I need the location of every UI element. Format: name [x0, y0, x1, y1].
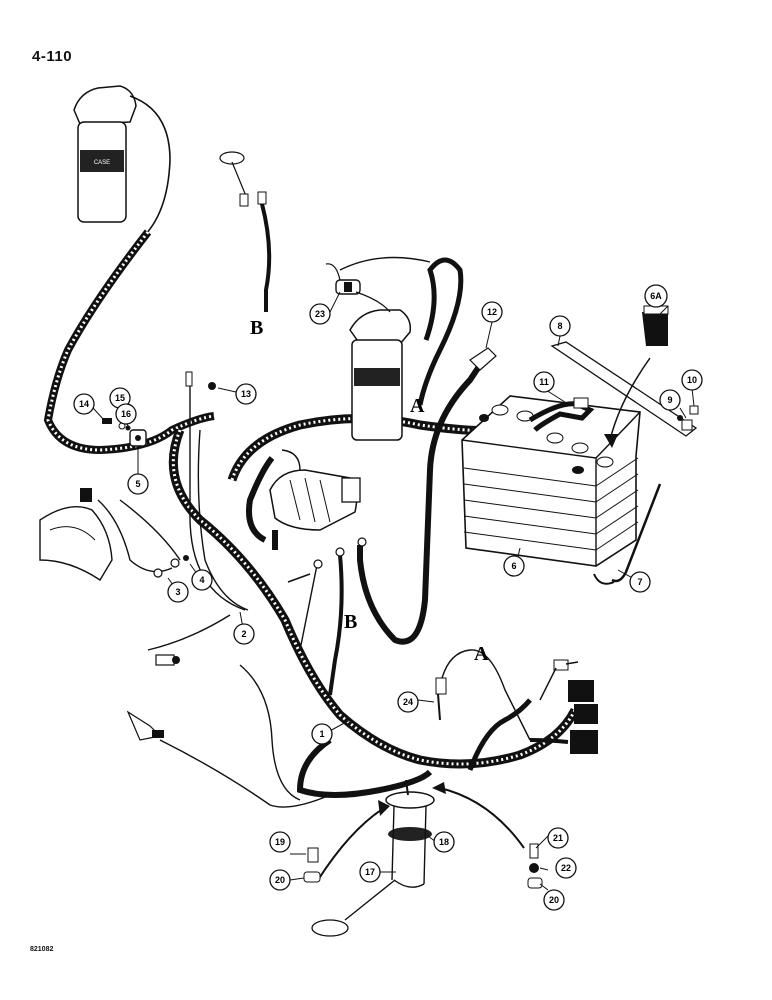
svg-text:2: 2	[241, 629, 246, 639]
callout-18: 18	[433, 831, 455, 853]
callout-19: 19	[269, 831, 291, 853]
battery-cable-12	[469, 347, 497, 371]
engine-block-fragment	[39, 488, 113, 581]
svg-text:1: 1	[319, 729, 324, 739]
page-number: 4-110	[32, 48, 73, 65]
hold-down-rod	[593, 483, 662, 585]
svg-text:12: 12	[487, 307, 497, 317]
svg-text:21: 21	[553, 833, 563, 843]
svg-text:5: 5	[135, 479, 140, 489]
svg-text:11: 11	[539, 377, 549, 387]
svg-text:18: 18	[439, 837, 449, 847]
connection-letter-a-lower: A	[474, 643, 489, 665]
cable-ring-terminals	[287, 537, 367, 583]
svg-text:17: 17	[365, 867, 375, 877]
callout-21: 21	[547, 827, 569, 849]
svg-text:3: 3	[175, 587, 180, 597]
svg-text:6A: 6A	[650, 291, 662, 301]
svg-text:6: 6	[511, 561, 516, 571]
callout-13: 13	[235, 383, 257, 405]
figure-code: 821082	[30, 946, 54, 953]
filter-decal-upper: CASE	[94, 160, 110, 166]
svg-text:24: 24	[403, 697, 413, 707]
starter-motor	[269, 469, 361, 550]
nut-9	[677, 415, 683, 421]
washer-20-right	[527, 877, 543, 889]
relay-connectors	[529, 659, 598, 754]
battery-cable-11	[528, 397, 595, 432]
svg-text:8: 8	[557, 321, 562, 331]
connection-letter-a-upper: A	[410, 395, 425, 417]
callout-7: 7	[629, 571, 651, 593]
harness-left-braided	[43, 229, 215, 455]
svg-text:15: 15	[115, 393, 125, 403]
svg-text:19: 19	[275, 837, 285, 847]
callout-9: 9	[659, 389, 681, 411]
callout-14: 14	[73, 393, 95, 415]
svg-text:20: 20	[275, 875, 285, 885]
svg-text:22: 22	[561, 863, 571, 873]
screw-21	[529, 843, 539, 859]
callout-6: 6	[503, 555, 525, 577]
callout-4: 4	[191, 569, 213, 591]
callout-1: 1	[311, 723, 333, 745]
lockwasher-22	[529, 863, 539, 873]
callout-11: 11	[533, 371, 555, 393]
callout-23: 23	[309, 303, 331, 325]
svg-text:4: 4	[199, 575, 204, 585]
vent-cap	[604, 305, 669, 448]
sender-24	[435, 649, 531, 741]
temperature-sender	[155, 654, 180, 666]
callout-17: 17	[359, 861, 381, 883]
callout-10: 10	[681, 369, 703, 391]
callout-22: 22	[555, 857, 577, 879]
bolt-10	[689, 405, 699, 415]
svg-text:10: 10	[687, 375, 697, 385]
callout-3: 3	[167, 581, 189, 603]
harness-clamp	[129, 429, 147, 447]
callout-20-left: 20	[269, 869, 291, 891]
callout-12: 12	[481, 301, 503, 323]
callout-24: 24	[397, 691, 419, 713]
connection-letter-b-lower: B	[344, 611, 357, 633]
fuel-gauge-sender	[219, 151, 272, 312]
nut-13	[208, 382, 216, 390]
oil-filter-center	[349, 309, 412, 441]
callout-2: 2	[233, 623, 255, 645]
connection-letter-b-upper: B	[250, 317, 263, 339]
ground-terminals	[153, 555, 189, 578]
pressure-switch-23	[325, 263, 391, 313]
callouts: 1 2 3 4 5 6 6A 7 8 9 10 11 12 13 14 15 1…	[73, 284, 703, 911]
svg-text:13: 13	[241, 389, 251, 399]
svg-text:20: 20	[549, 895, 559, 905]
lower-left-sensor	[126, 710, 164, 741]
svg-text:9: 9	[667, 395, 672, 405]
callout-6a: 6A	[644, 284, 668, 308]
callout-5: 5	[127, 473, 149, 495]
svg-text:16: 16	[121, 409, 131, 419]
svg-text:7: 7	[637, 577, 642, 587]
svg-text:23: 23	[315, 309, 325, 319]
fuel-level-sender	[311, 779, 435, 937]
callout-16: 16	[115, 403, 137, 425]
svg-text:14: 14	[79, 399, 89, 409]
oil-filter-upper: CASE	[73, 85, 137, 223]
ground-terminal-13	[185, 371, 193, 387]
callout-20-right: 20	[543, 889, 565, 911]
callout-15: 15	[109, 387, 131, 409]
washer-20-left	[303, 871, 321, 883]
battery	[461, 395, 641, 567]
callout-8: 8	[549, 315, 571, 337]
screw-19	[307, 847, 319, 863]
hold-down-bar	[550, 341, 698, 437]
